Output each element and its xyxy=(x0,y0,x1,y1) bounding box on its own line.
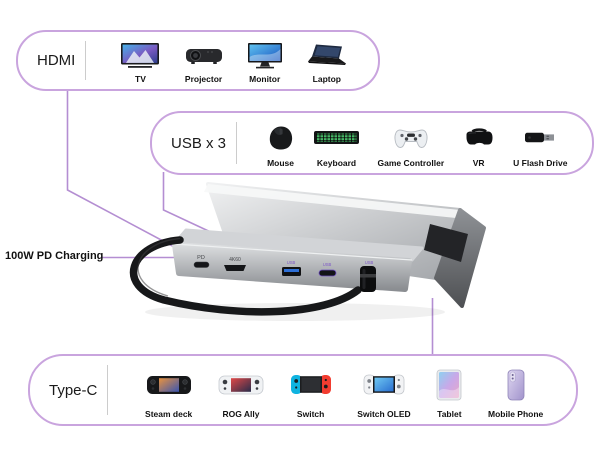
divider xyxy=(107,365,109,415)
item-switch-oled: Switch OLED xyxy=(356,356,411,424)
typec-items: Steam deck ROG Ally xyxy=(112,356,576,424)
pd-charging-label: 100W PD Charging xyxy=(5,250,104,262)
typec-group: Type-C Steam dec xyxy=(28,354,578,426)
vr-headset-icon xyxy=(462,117,496,159)
item-label: Switch xyxy=(296,408,325,419)
item-flash-drive: U Flash Drive xyxy=(512,113,568,173)
usb-items: Mouse Keyboard xyxy=(241,113,592,173)
usb-flash-drive-icon xyxy=(523,117,557,159)
switch-icon xyxy=(290,360,332,410)
keyboard-icon xyxy=(313,117,360,159)
usb-port-label-1: USB xyxy=(287,260,296,265)
tv-icon xyxy=(120,36,160,75)
usb-group: USB x 3 Mouse xyxy=(150,111,594,175)
divider xyxy=(236,122,238,164)
hdmi-port-label: 4K60 xyxy=(229,257,241,263)
item-label: ROG Ally xyxy=(222,408,260,419)
dock-photo: PD 4K60 USB USB USB xyxy=(130,182,486,321)
switch-oled-icon xyxy=(363,360,405,410)
hdmi-title: HDMI xyxy=(37,52,76,69)
item-switch: Switch xyxy=(289,356,333,424)
item-label: Mobile Phone xyxy=(488,408,544,419)
item-label: TV xyxy=(135,73,146,84)
projector-icon xyxy=(184,36,224,75)
laptop-icon xyxy=(306,36,348,75)
right-angle-connector xyxy=(360,266,376,292)
dock-backrest-rim xyxy=(204,184,460,218)
game-controller-icon xyxy=(393,117,429,159)
item-monitor: Monitor xyxy=(246,32,284,89)
hdmi-connector-line xyxy=(66,88,181,251)
item-label: Switch OLED xyxy=(357,408,411,419)
item-rog-ally: ROG Ally xyxy=(217,356,265,424)
item-label: Steam deck xyxy=(145,408,193,419)
usbc-pd-port xyxy=(193,261,210,268)
dock-slot xyxy=(424,224,468,262)
usb-c-cable xyxy=(130,236,362,316)
item-label: Monitor xyxy=(249,73,281,84)
item-steam-deck: Steam deck xyxy=(144,356,193,424)
divider xyxy=(85,41,87,80)
item-label: Laptop xyxy=(312,73,341,84)
item-game-controller: Game Controller xyxy=(377,113,446,173)
usb-c-port-2 xyxy=(318,269,337,277)
item-label: Tablet xyxy=(437,408,462,419)
tablet-icon xyxy=(436,360,462,410)
rog-ally-icon xyxy=(218,360,264,410)
pd-port-label: PD xyxy=(197,255,205,261)
hdmi-group: HDMI TV xyxy=(16,30,380,91)
usb-port-label-2: USB xyxy=(323,262,332,267)
mobile-phone-icon xyxy=(507,360,525,410)
item-tv: TV xyxy=(119,32,161,89)
typec-title: Type-C xyxy=(49,381,98,399)
mouse-icon xyxy=(266,117,296,159)
item-keyboard: Keyboard xyxy=(312,113,361,173)
item-label: Keyboard xyxy=(316,157,357,168)
item-mobile-phone: Mobile Phone xyxy=(487,356,544,424)
item-projector: Projector xyxy=(183,32,225,89)
item-label: U Flash Drive xyxy=(513,157,568,168)
usb-port-label-3: USB xyxy=(365,260,374,265)
monitor-icon xyxy=(247,36,283,75)
item-tablet: Tablet xyxy=(435,356,463,424)
item-label: Projector xyxy=(184,73,223,84)
hdmi-port xyxy=(224,265,246,271)
item-label: Game Controller xyxy=(377,157,445,168)
item-mouse: Mouse xyxy=(265,113,297,173)
usb-title: USB x 3 xyxy=(171,134,227,152)
item-label: VR xyxy=(472,157,485,168)
item-label: Mouse xyxy=(267,157,294,168)
hdmi-items: TV Projector xyxy=(90,32,378,89)
steam-deck-icon xyxy=(146,360,192,410)
item-laptop: Laptop xyxy=(305,32,349,89)
item-vr: VR xyxy=(461,113,497,173)
